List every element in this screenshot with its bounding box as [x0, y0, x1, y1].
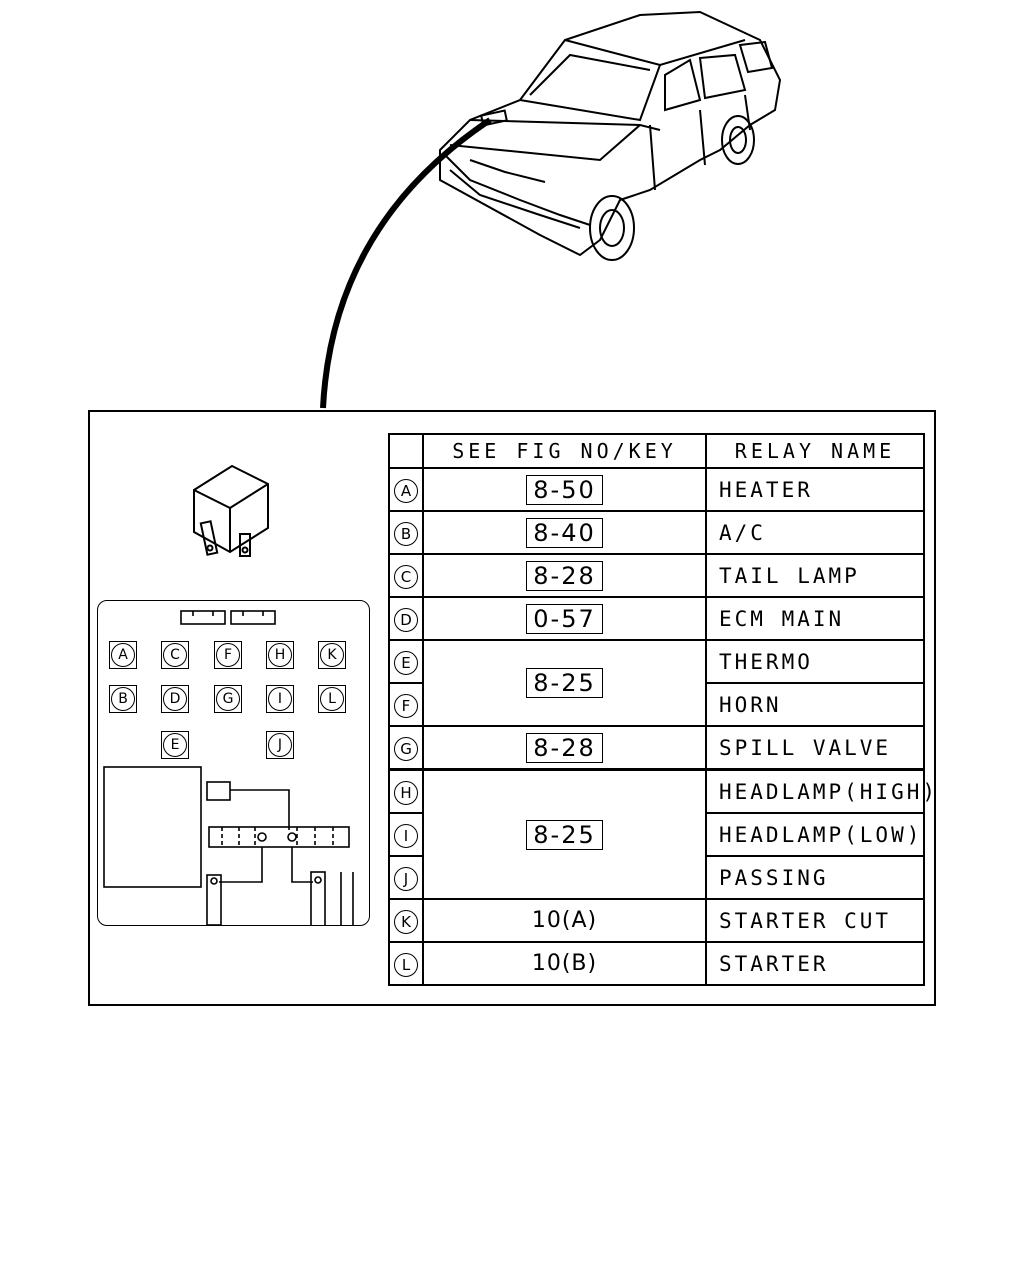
relay-name: A/C [705, 510, 925, 555]
header-name: RELAY NAME [705, 433, 925, 469]
slot-label: I [268, 687, 292, 711]
row-key: H [394, 780, 418, 805]
relay-name: SPILL VALVE [705, 725, 925, 771]
slot-d[interactable]: D [161, 685, 189, 713]
slot-label: C [163, 643, 187, 667]
table-row: J PASSING [388, 855, 925, 900]
table-row: F HORN [388, 682, 925, 727]
slot-label: B [111, 687, 135, 711]
row-key: K [394, 909, 418, 934]
slot-j[interactable]: J [266, 731, 294, 759]
header-fig: SEE FIG NO/KEY [422, 433, 707, 469]
table-row: L 10(B) STARTER [388, 941, 925, 986]
table-row: C 8-28 TAIL LAMP [388, 553, 925, 598]
table-row: A 8-50 HEATER [388, 467, 925, 512]
row-key: G [394, 736, 418, 761]
relay-box-wiring [97, 610, 354, 926]
slot-c[interactable]: C [161, 641, 189, 669]
relay-name: THERMO [705, 639, 925, 684]
slot-label: J [268, 733, 292, 757]
slot-label: H [268, 643, 292, 667]
table-row: K 10(A) STARTER CUT [388, 898, 925, 943]
relay-name: HEADLAMP(LOW) [705, 812, 925, 857]
slot-label: E [163, 733, 187, 757]
table-row: B 8-40 A/C [388, 510, 925, 555]
suv-icon [439, 10, 782, 261]
slot-label: K [320, 643, 344, 667]
relay-name: ECM MAIN [705, 596, 925, 641]
row-key: J [394, 866, 418, 891]
relay-name: PASSING [705, 855, 925, 900]
slot-g[interactable]: G [214, 685, 242, 713]
row-key: L [394, 952, 418, 977]
slot-f[interactable]: F [214, 641, 242, 669]
fig-ref: 8-50 [526, 474, 603, 505]
slot-e[interactable]: E [161, 731, 189, 759]
relay-table: SEE FIG NO/KEY RELAY NAME A 8-50 HEATER … [388, 433, 935, 986]
relay-name: TAIL LAMP [705, 553, 925, 598]
slot-a[interactable]: A [109, 641, 137, 669]
row-key: B [394, 521, 418, 546]
slot-l[interactable]: L [318, 685, 346, 713]
relay-icon [193, 464, 269, 557]
table-header: SEE FIG NO/KEY RELAY NAME [388, 433, 925, 469]
header-key [388, 433, 424, 469]
table-row: H 8-25 HEADLAMP(HIGH) [388, 768, 935, 900]
fig-ref: 10(B) [531, 951, 598, 976]
fig-ref: 0-57 [526, 603, 603, 634]
row-key: D [394, 607, 418, 632]
relay-box-layout [97, 600, 370, 926]
row-key: I [394, 823, 418, 848]
fig-ref: 8-40 [526, 517, 603, 548]
slot-h[interactable]: H [266, 641, 294, 669]
table-row: D 0-57 ECM MAIN [388, 596, 925, 641]
slot-k[interactable]: K [318, 641, 346, 669]
leader-line [320, 117, 492, 409]
relay-name: HORN [705, 682, 925, 727]
fig-ref: 8-28 [526, 732, 603, 763]
slot-label: A [111, 643, 135, 667]
slot-label: F [216, 643, 240, 667]
row-key: C [394, 564, 418, 589]
relay-name: HEADLAMP(HIGH) [705, 768, 935, 814]
row-key: A [394, 478, 418, 503]
relay-name: STARTER [705, 941, 925, 986]
vehicle-illustration [320, 10, 782, 409]
relay-name: STARTER CUT [705, 898, 925, 943]
relay-name: HEATER [705, 467, 925, 512]
fig-ref: 10(A) [531, 908, 598, 933]
table-row: G 8-28 SPILL VALVE [388, 725, 925, 771]
table-row: E 8-25 THERMO [388, 639, 925, 727]
slot-b[interactable]: B [109, 685, 137, 713]
slot-label: D [163, 687, 187, 711]
relay-diagram-frame [88, 410, 936, 1006]
fig-ref: 8-28 [526, 560, 603, 591]
fig-ref: 8-25 [526, 819, 603, 850]
slot-label: G [216, 687, 240, 711]
slot-label: L [320, 687, 344, 711]
fig-ref: 8-25 [526, 668, 603, 698]
slot-i[interactable]: I [266, 685, 294, 713]
table-row: I HEADLAMP(LOW) [388, 812, 925, 857]
row-key: F [394, 693, 418, 718]
row-key: E [394, 650, 418, 675]
